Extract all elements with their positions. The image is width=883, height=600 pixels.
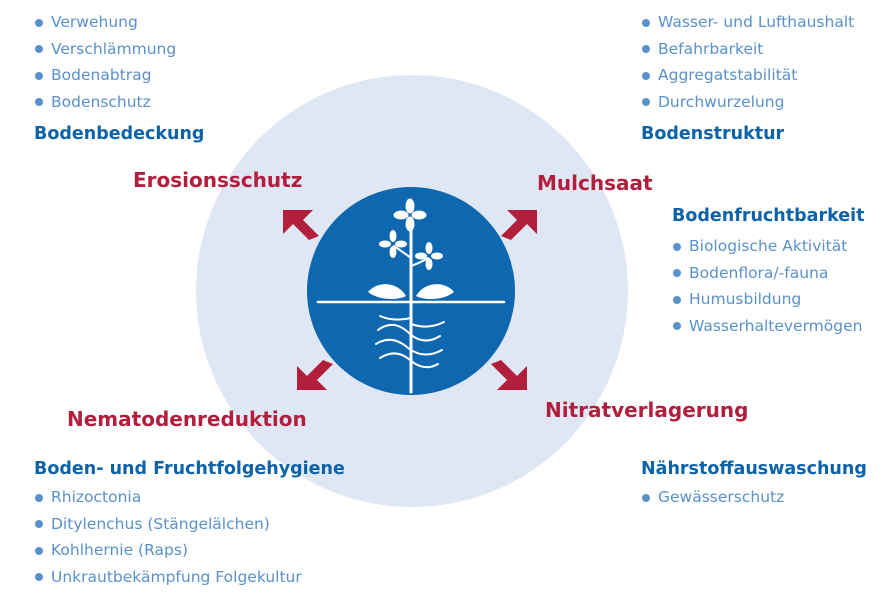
- hygiene-list: Rhizoctonia Ditylenchus (Stängelälchen) …: [34, 484, 345, 590]
- effect-erosionsschutz: Erosionsschutz: [133, 168, 303, 192]
- group-hygiene: Boden- und Fruchtfolgehygiene Rhizoctoni…: [34, 458, 345, 590]
- list-item: Bodenschutz: [34, 89, 204, 116]
- group-title-naehrstoffauswaschung: Nährstoffauswaschung: [641, 459, 867, 479]
- effect-mulchsaat: Mulchsaat: [537, 171, 653, 195]
- list-item: Unkrautbekämpfung Folgekultur: [34, 564, 345, 591]
- list-item: Ditylenchus (Stängelälchen): [34, 511, 345, 538]
- group-title-hygiene: Boden- und Fruchtfolgehygiene: [34, 459, 345, 479]
- plant-with-roots-icon: [316, 223, 506, 394]
- bodenbedeckung-list: Verwehung Verschlämmung Bodenabtrag Bode…: [34, 9, 204, 115]
- arrow-top-right-icon: [501, 210, 537, 240]
- group-bodenbedeckung: Verwehung Verschlämmung Bodenabtrag Bode…: [34, 9, 204, 145]
- bodenfruchtbarkeit-list: Biologische Aktivität Bodenflora/-fauna …: [672, 233, 864, 339]
- list-item: Aggregatstabilität: [641, 62, 854, 89]
- list-item: Wasser- und Lufthaushalt: [641, 9, 854, 36]
- list-item: Befahrbarkeit: [641, 36, 854, 63]
- list-item: Humusbildung: [672, 286, 864, 313]
- group-title-bodenstruktur: Bodenstruktur: [641, 124, 785, 144]
- list-item: Biologische Aktivität: [672, 233, 864, 260]
- arrow-bottom-left-icon: [297, 360, 333, 390]
- list-item: Verschlämmung: [34, 36, 204, 63]
- list-item: Wasserhaltevermögen: [672, 313, 864, 340]
- group-title-bodenfruchtbarkeit: Bodenfruchtbarkeit: [672, 206, 865, 226]
- list-item: Durchwurzelung: [641, 89, 854, 116]
- group-naehrstoffauswaschung: Nährstoffauswaschung Gewässerschutz: [641, 458, 867, 511]
- plant-flowers: [368, 198, 454, 300]
- arrow-bottom-right-icon: [491, 360, 527, 390]
- group-bodenstruktur: Wasser- und Lufthaushalt Befahrbarkeit A…: [641, 9, 854, 145]
- arrow-top-left-icon: [283, 210, 319, 240]
- list-item: Verwehung: [34, 9, 204, 36]
- list-item: Gewässerschutz: [641, 484, 867, 511]
- effect-nematodenreduktion: Nematodenreduktion: [67, 407, 307, 431]
- list-item: Bodenabtrag: [34, 62, 204, 89]
- naehrstoff-list: Gewässerschutz: [641, 484, 867, 511]
- list-item: Kohlhernie (Raps): [34, 537, 345, 564]
- bodenstruktur-list: Wasser- und Lufthaushalt Befahrbarkeit A…: [641, 9, 854, 115]
- group-title-bodenbedeckung: Bodenbedeckung: [34, 124, 205, 144]
- effect-nitratverlagerung: Nitratverlagerung: [545, 398, 749, 422]
- group-bodenfruchtbarkeit: Bodenfruchtbarkeit Biologische Aktivität…: [672, 205, 864, 339]
- list-item: Bodenflora/-fauna: [672, 260, 864, 287]
- list-item: Rhizoctonia: [34, 484, 345, 511]
